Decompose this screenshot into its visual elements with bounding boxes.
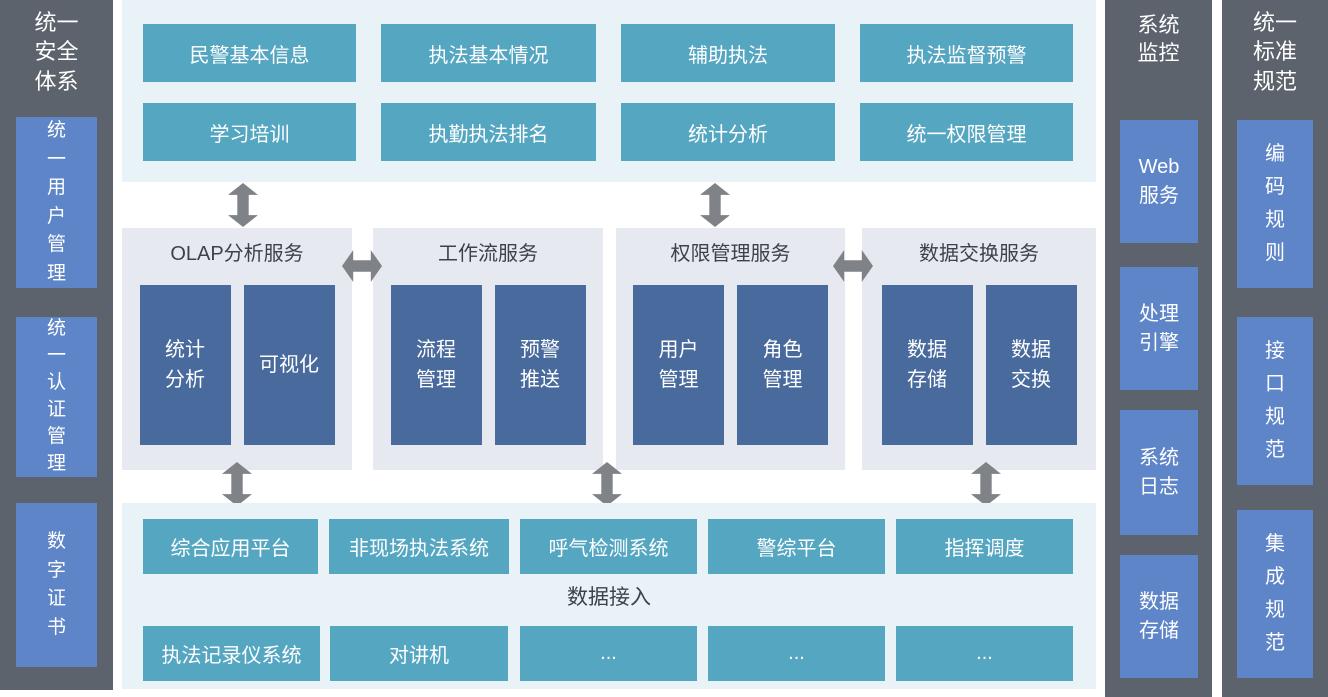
bidirectional-arrow-icon bbox=[228, 183, 258, 227]
service-group-olap: OLAP分析服务 统计 分析 可视化 bbox=[122, 228, 352, 470]
access-command-dispatch: 指挥调度 bbox=[896, 519, 1073, 574]
app-assisted-enforcement: 辅助执法 bbox=[621, 24, 835, 82]
app-statistical-analysis: 统计分析 bbox=[621, 103, 835, 161]
service-group-data-exchange: 数据交换服务 数据 存储 数据 交换 bbox=[862, 228, 1096, 470]
monitor-sidebar: 系统 监控 Web 服务 处理 引擎 系统 日志 数据 存储 bbox=[1105, 0, 1212, 697]
pill-system-log: 系统 日志 bbox=[1120, 410, 1198, 535]
access-more-1: ... bbox=[520, 626, 697, 681]
module-warning-push: 预警 推送 bbox=[494, 285, 586, 445]
service-group-title: 权限管理服务 bbox=[670, 243, 791, 265]
service-group-permission: 权限管理服务 用户 管理 角色 管理 bbox=[616, 228, 845, 470]
security-sidebar-title: 统一 安全 体系 bbox=[34, 10, 79, 94]
access-integrated-platform: 综合应用平台 bbox=[143, 519, 318, 574]
pill-interface-spec: 接 口 规 范 bbox=[1237, 317, 1313, 485]
service-group-title: 工作流服务 bbox=[438, 243, 538, 265]
pill-processing-engine: 处理 引擎 bbox=[1120, 267, 1198, 390]
app-duty-ranking: 执勤执法排名 bbox=[381, 103, 596, 161]
service-group-workflow: 工作流服务 流程 管理 预警 推送 bbox=[373, 228, 603, 470]
pill-data-storage: 数据 存储 bbox=[1120, 555, 1198, 678]
bidirectional-arrow-icon bbox=[700, 183, 730, 227]
app-police-basic-info: 民警基本信息 bbox=[143, 24, 356, 82]
access-intercom: 对讲机 bbox=[330, 626, 508, 681]
pill-coding-rules: 编 码 规 则 bbox=[1237, 120, 1313, 288]
app-supervision-warning: 执法监督预警 bbox=[860, 24, 1073, 82]
service-group-title: OLAP分析服务 bbox=[170, 243, 304, 265]
app-law-enforcement-basic: 执法基本情况 bbox=[381, 24, 596, 82]
service-modules: 流程 管理 预警 推送 bbox=[373, 285, 603, 445]
access-body-camera-system: 执法记录仪系统 bbox=[143, 626, 320, 681]
application-layer: 民警基本信息 执法基本情况 辅助执法 执法监督预警 学习培训 执勤执法排名 统计… bbox=[122, 0, 1096, 182]
service-modules: 用户 管理 角色 管理 bbox=[616, 285, 845, 445]
service-modules: 数据 存储 数据 交换 bbox=[862, 285, 1096, 445]
access-more-2: ... bbox=[708, 626, 885, 681]
module-data-storage: 数据 存储 bbox=[881, 285, 973, 445]
pill-digital-certificate: 数 字 证 书 bbox=[16, 503, 97, 667]
access-breath-test: 呼气检测系统 bbox=[520, 519, 697, 574]
access-more-3: ... bbox=[896, 626, 1073, 681]
module-data-exchange: 数据 交换 bbox=[985, 285, 1077, 445]
standard-sidebar: 统一 标准 规范 编 码 规 则 接 口 规 范 集 成 规 范 bbox=[1222, 0, 1328, 697]
access-offsite-enforcement: 非现场执法系统 bbox=[329, 519, 509, 574]
pill-unified-user-management: 统 一 用 户 管 理 bbox=[16, 117, 97, 288]
monitor-sidebar-title: 系统 监控 bbox=[1137, 14, 1180, 66]
pill-web-service: Web 服务 bbox=[1120, 120, 1198, 243]
data-access-label: 数据接入 bbox=[567, 586, 651, 609]
module-process-management: 流程 管理 bbox=[390, 285, 482, 445]
pill-integration-spec: 集 成 规 范 bbox=[1237, 510, 1313, 678]
app-learning-training: 学习培训 bbox=[143, 103, 356, 161]
module-visualization: 可视化 bbox=[243, 285, 335, 445]
service-modules: 统计 分析 可视化 bbox=[122, 285, 352, 445]
security-sidebar: 统一 安全 体系 统 一 用 户 管 理 统 一 认 证 管 理 数 字 证 书 bbox=[0, 0, 113, 690]
module-statistical-analysis: 统计 分析 bbox=[139, 285, 231, 445]
data-access-layer: 综合应用平台 非现场执法系统 呼气检测系统 警综平台 指挥调度 数据接入 执法记… bbox=[122, 503, 1096, 689]
access-police-platform: 警综平台 bbox=[708, 519, 885, 574]
service-group-title: 数据交换服务 bbox=[919, 243, 1039, 265]
module-role-management: 角色 管理 bbox=[737, 285, 828, 445]
app-unified-permission: 统一权限管理 bbox=[860, 103, 1073, 161]
pill-unified-auth-management: 统 一 认 证 管 理 bbox=[16, 317, 97, 477]
standard-sidebar-title: 统一 标准 规范 bbox=[1252, 10, 1297, 94]
module-user-management: 用户 管理 bbox=[633, 285, 724, 445]
